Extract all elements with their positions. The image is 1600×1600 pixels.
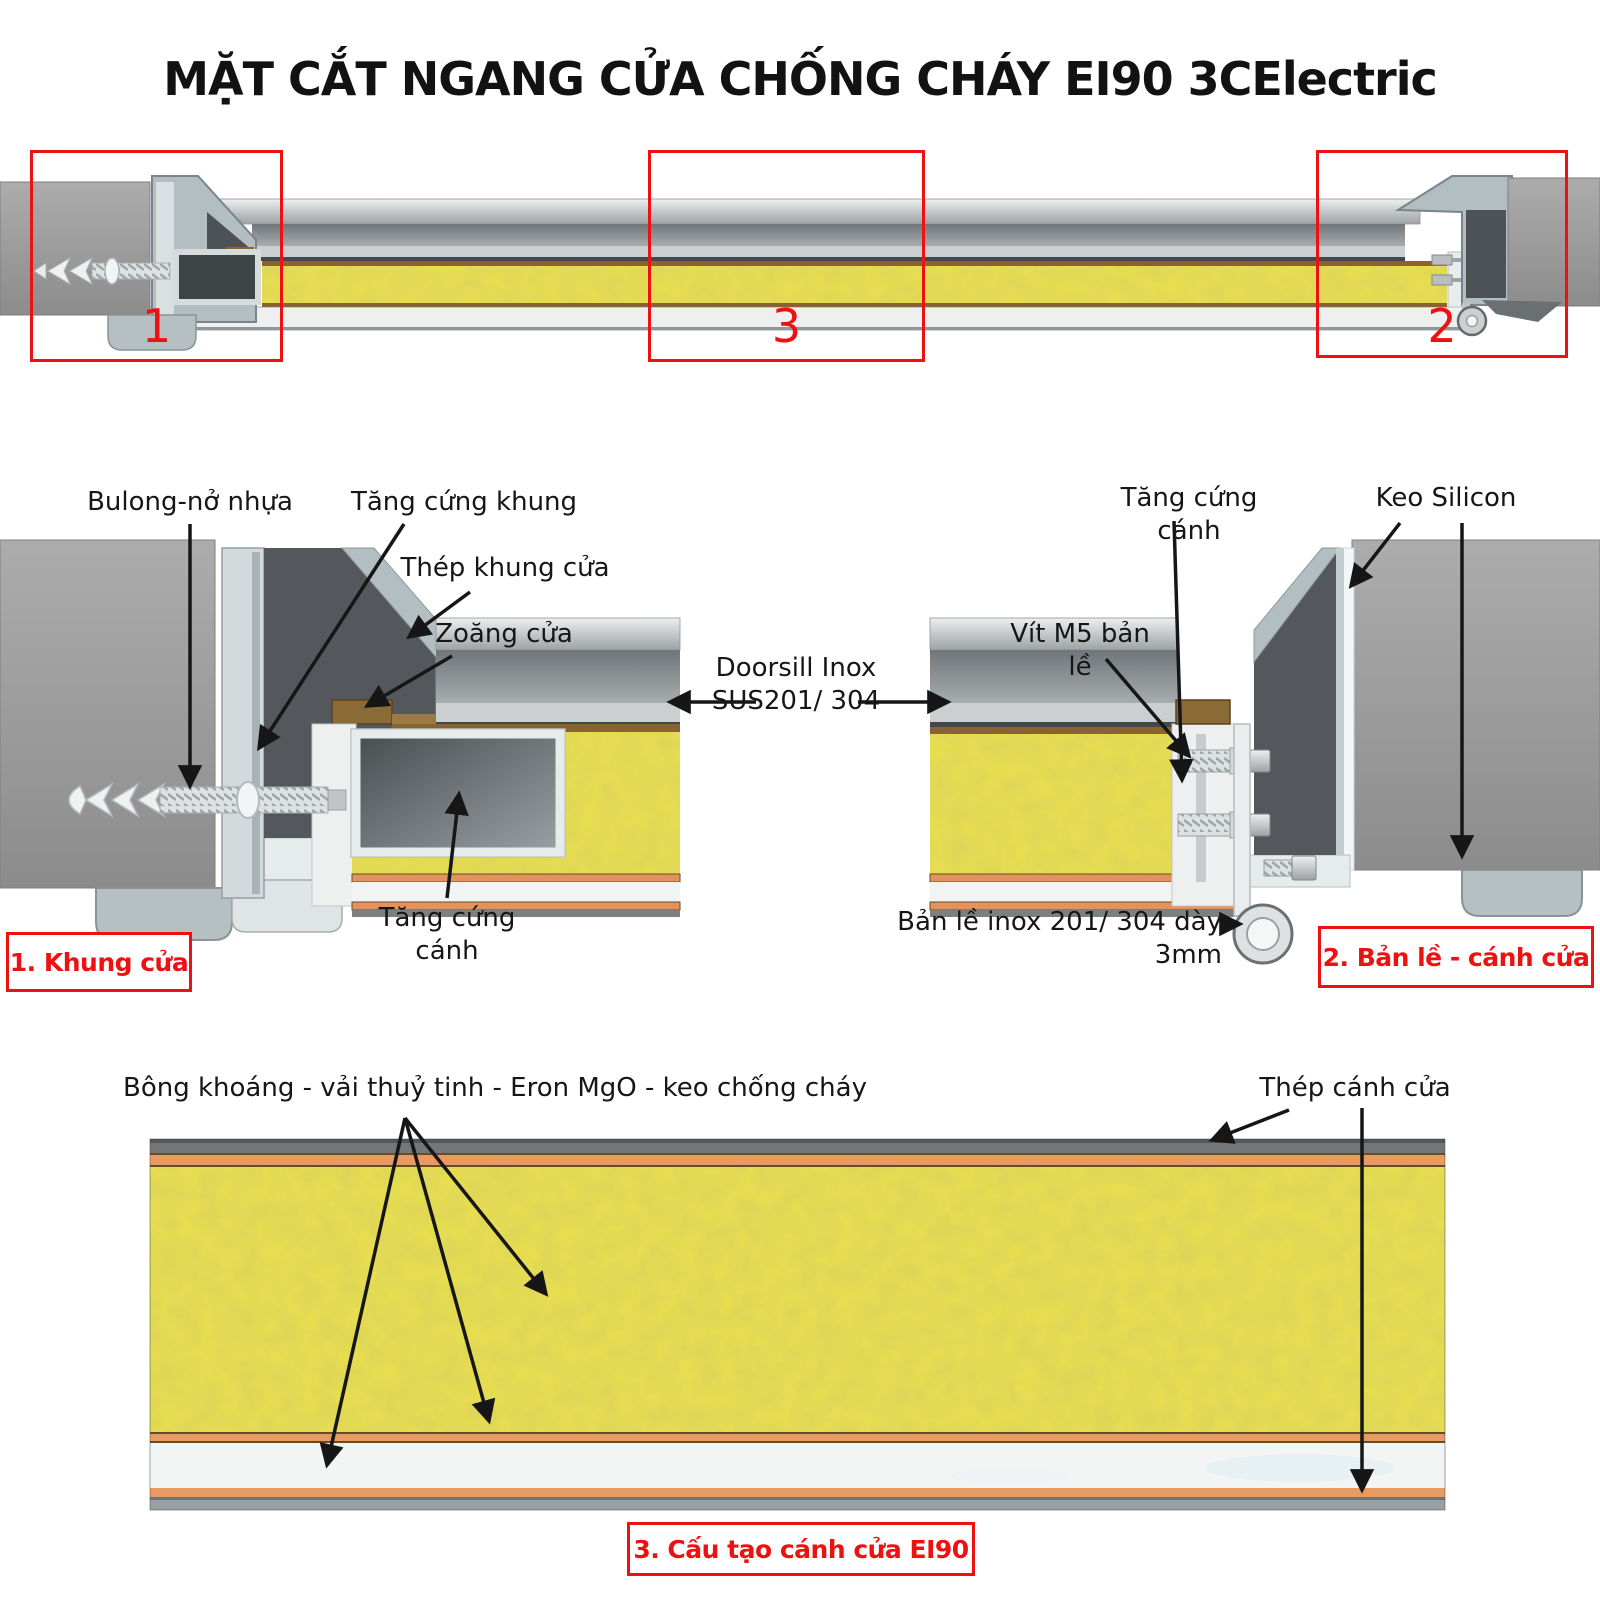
door-top-steel	[252, 224, 1405, 246]
anchor-bolt-small	[33, 256, 171, 286]
label-leaf-stiffener-frame: Tăng cứng cánh	[378, 903, 516, 966]
marker-2: 2	[1427, 299, 1457, 353]
label-frame-steel: Thép khung cửa	[400, 553, 610, 583]
caption-frame: 1. Khung cửa	[6, 932, 192, 992]
zoom-box-leaf	[648, 150, 925, 362]
hinge-screw-m5	[1177, 747, 1271, 775]
caption-hinge: 2. Bản lề - cánh cửa	[1318, 926, 1594, 988]
leaf-panel-graphic	[149, 1138, 1446, 1511]
caption-leaf-structure: 3. Cấu tạo cánh cửa EI90	[627, 1522, 975, 1576]
zoom-box-hinge	[1316, 150, 1568, 358]
marker-1: 1	[141, 299, 172, 353]
top-cross-section	[0, 175, 1600, 351]
label-gasket: Zoăng cửa	[435, 619, 573, 649]
label-doorsill-line1: Doorsill Inox	[715, 653, 877, 683]
label-hinge: Bản lề inox 201/ 304 dày 3mm	[897, 907, 1222, 970]
label-anchor-bolt: Bulong-nở nhựa	[87, 487, 293, 517]
hinge-screw-m5	[1263, 855, 1317, 881]
anchor-bolt	[68, 781, 347, 819]
annotation-arrows	[177, 520, 1475, 1494]
label-silicon: Keo Silicon	[1375, 483, 1517, 513]
zoom-box-frame	[30, 150, 283, 362]
label-doorsill: Doorsill Inox SUS201/ 304	[678, 652, 914, 718]
page-title: MẶT CẮT NGANG CỬA CHỐNG CHÁY EI90 3CElec…	[163, 52, 1438, 106]
marker-3: 3	[771, 299, 802, 353]
hinge-screw-m5	[1177, 811, 1271, 839]
label-doorsill-line2: SUS201/ 304	[711, 686, 881, 716]
label-hinge-screw: Vít M5 bản lề	[1010, 619, 1150, 682]
door-gasket	[331, 699, 393, 725]
hinge-screws-small	[1431, 254, 1468, 286]
label-core-materials: Bông khoáng - vải thuỷ tinh - Eron MgO -…	[123, 1073, 867, 1103]
detail-frame-graphic	[0, 539, 681, 941]
label-leaf-stiffener-hinge: Tăng cứng cánh	[1120, 483, 1258, 546]
label-frame-stiffener: Tăng cứng khung	[350, 487, 578, 517]
frame-stiffener-tube	[173, 249, 261, 305]
detail-hinge-graphic	[929, 539, 1600, 965]
wall-right	[1507, 177, 1600, 307]
label-leaf-steel: Thép cánh cửa	[1259, 1073, 1451, 1103]
wall-block	[1351, 539, 1600, 871]
door-gasket	[1175, 699, 1231, 725]
wall-block	[0, 539, 216, 889]
leaf-stiffener-tube	[351, 729, 565, 857]
leaf-steel-sheet-bottom	[150, 1497, 1445, 1510]
hinge-leaf-plate	[1233, 723, 1251, 917]
wall-left	[0, 181, 151, 316]
frame-cavity	[1254, 548, 1340, 855]
